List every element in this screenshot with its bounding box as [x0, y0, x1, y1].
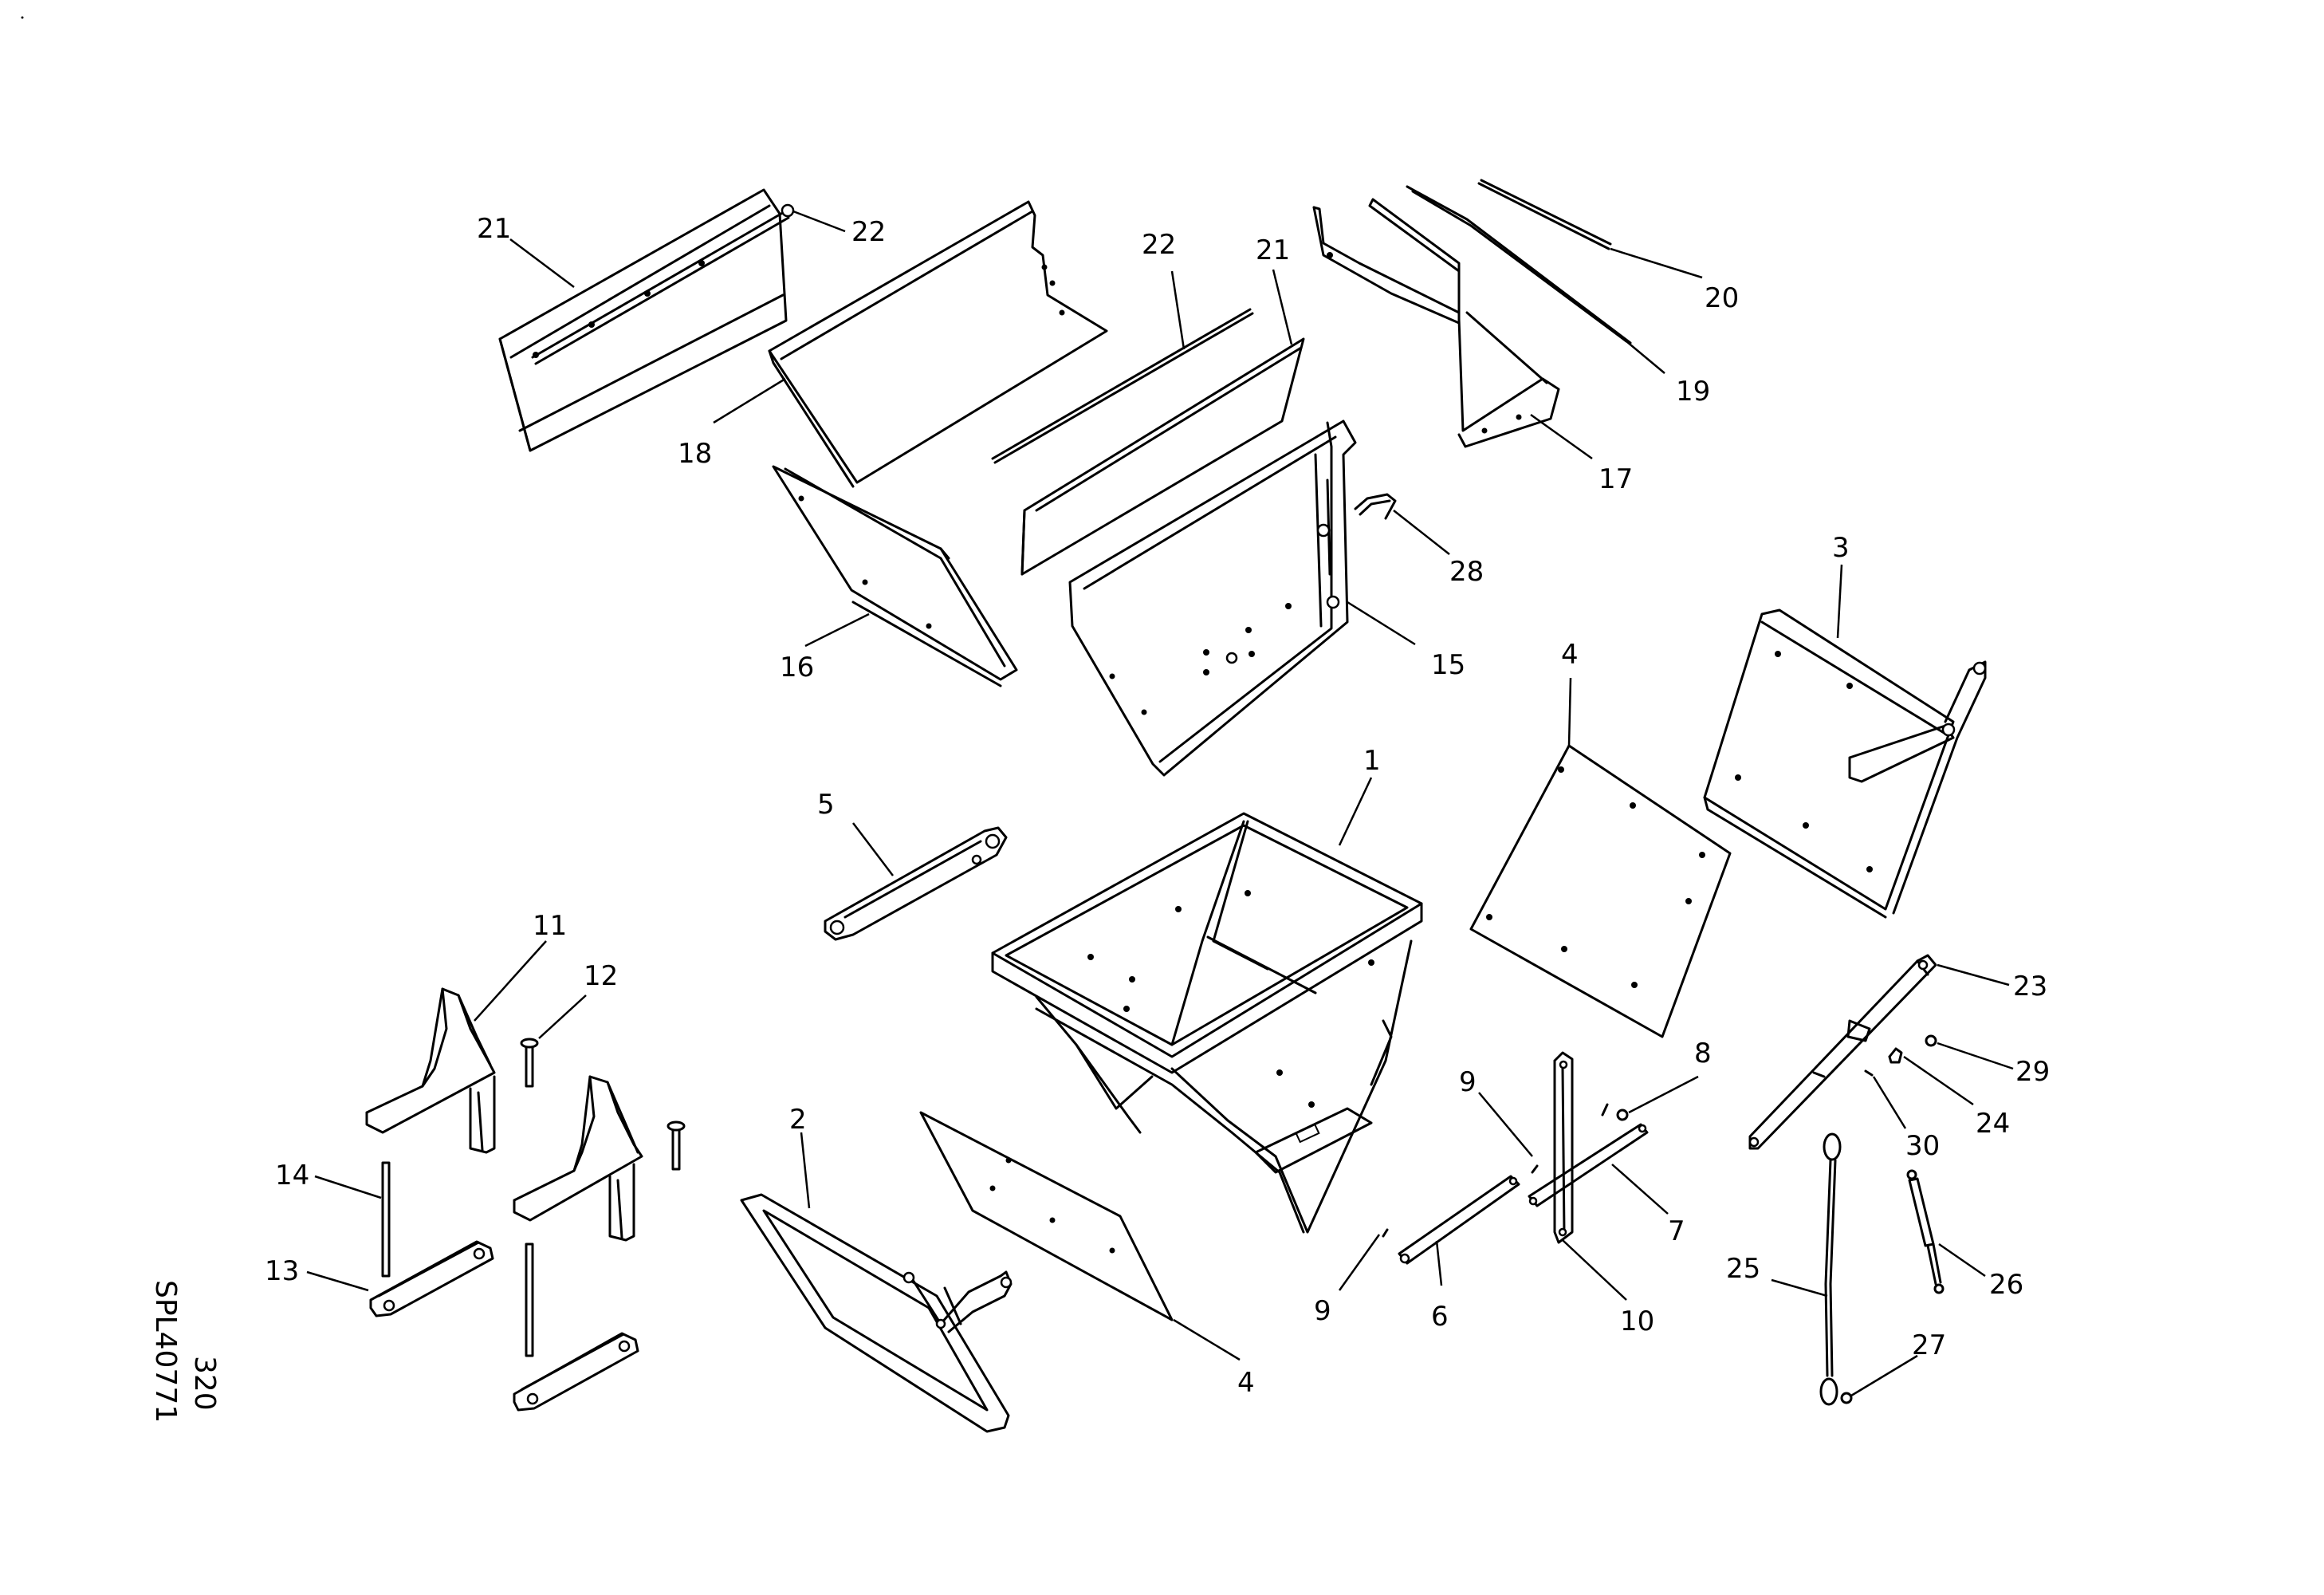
callout-9-upper: 9: [1459, 1066, 1477, 1098]
part-4-upper-plate[interactable]: [1469, 744, 1732, 1038]
callout-14: 14: [275, 1160, 309, 1191]
leader-lines: [306, 210, 2014, 1397]
callout-10: 10: [1620, 1306, 1654, 1337]
corner-dot: [21, 16, 24, 19]
part-22-left-strip[interactable]: [531, 203, 795, 365]
part-23-arm[interactable]: [1748, 954, 1937, 1150]
part-11-support-right[interactable]: [513, 1075, 643, 1242]
callout-28: 28: [1449, 556, 1484, 588]
callout-4-upper: 4: [1561, 639, 1579, 671]
callout-1: 1: [1363, 745, 1381, 777]
callout-11: 11: [533, 910, 567, 942]
callout-21-left: 21: [477, 213, 511, 245]
part-16-frame[interactable]: [772, 465, 1018, 687]
callout-8: 8: [1694, 1038, 1712, 1069]
callout-20: 20: [1705, 282, 1739, 314]
part-29-washer[interactable]: [1925, 1034, 1937, 1047]
part-12-bolt-a[interactable]: [520, 1038, 539, 1088]
callout-9-lower: 9: [1314, 1295, 1331, 1327]
part-3-door[interactable]: [1703, 608, 1987, 919]
callout-22-left: 22: [851, 216, 886, 248]
part-13-channel-b[interactable]: [513, 1332, 639, 1412]
part-14-rod-b[interactable]: [525, 1243, 534, 1357]
callout-16: 16: [780, 652, 814, 683]
callout-19: 19: [1676, 376, 1710, 408]
part-28-clip[interactable]: [1354, 493, 1397, 520]
part-18-angled-panel[interactable]: [768, 200, 1108, 488]
callout-12: 12: [584, 960, 618, 992]
part-25-cable[interactable]: [1819, 1132, 1842, 1406]
part-4-lower-plate[interactable]: [919, 1111, 1174, 1321]
part-9-pin-c[interactable]: [1382, 1228, 1389, 1238]
page-number: 320: [188, 1356, 221, 1411]
callout-2: 2: [789, 1104, 807, 1136]
part-12-bolt-b[interactable]: [667, 1120, 686, 1171]
callout-5: 5: [817, 789, 835, 821]
callout-13: 13: [265, 1255, 299, 1287]
callout-21-middle: 21: [1256, 234, 1290, 266]
part-10-upright-bracket[interactable]: [1553, 1051, 1574, 1244]
part-8-nut[interactable]: [1616, 1109, 1629, 1121]
callout-26: 26: [1989, 1269, 2023, 1301]
part-7-cross-bar[interactable]: [1528, 1123, 1649, 1207]
part-21-middle-panel[interactable]: [1020, 337, 1305, 576]
part-6-lower-bar[interactable]: [1398, 1175, 1520, 1265]
callout-27: 27: [1912, 1329, 1946, 1361]
callout-4-lower: 4: [1237, 1367, 1255, 1399]
part-5-link-bar[interactable]: [824, 826, 1008, 941]
drawing-reference: SPL40771 320: [149, 1280, 221, 1423]
callout-22-middle: 22: [1142, 229, 1176, 261]
callout-6: 6: [1431, 1301, 1449, 1333]
part-24-fitting[interactable]: [1888, 1047, 1903, 1064]
callout-25: 25: [1726, 1253, 1760, 1285]
callout-3: 3: [1832, 532, 1850, 564]
part-19-angled-strip[interactable]: [1406, 185, 1632, 345]
drawing-number: SPL40771: [149, 1280, 182, 1423]
callout-18: 18: [678, 438, 712, 470]
part-21-left-panel[interactable]: [498, 188, 788, 452]
part-22-middle-strip[interactable]: [991, 308, 1254, 464]
callout-labels: 21 22 18 22 21 20 19 17 28 16 15 3 4 1 5…: [265, 213, 2050, 1399]
part-14-rod-a[interactable]: [381, 1161, 391, 1278]
part-20-rod[interactable]: [1477, 179, 1612, 250]
part-9-pin-b[interactable]: [1531, 1164, 1539, 1174]
part-15-side-panel[interactable]: [1068, 419, 1357, 777]
callout-24: 24: [1976, 1108, 2010, 1140]
callout-17: 17: [1598, 463, 1633, 495]
part-30-screw[interactable]: [1864, 1069, 1874, 1077]
callout-23: 23: [2013, 971, 2047, 1002]
callout-7: 7: [1668, 1215, 1685, 1247]
part-26-gas-strut[interactable]: [1906, 1169, 1945, 1294]
part-9-pin-a[interactable]: [1601, 1103, 1609, 1116]
part-17-bracket[interactable]: [1312, 198, 1560, 448]
callout-30: 30: [1905, 1130, 1940, 1162]
part-2-door-frame[interactable]: [740, 1193, 1013, 1433]
part-27-clip[interactable]: [1840, 1392, 1853, 1404]
callout-29: 29: [2015, 1056, 2050, 1088]
part-1-hopper[interactable]: [991, 812, 1423, 1234]
part-11-support-left[interactable]: [365, 987, 496, 1154]
callout-15: 15: [1431, 649, 1465, 681]
part-13-channel-a[interactable]: [369, 1240, 494, 1317]
